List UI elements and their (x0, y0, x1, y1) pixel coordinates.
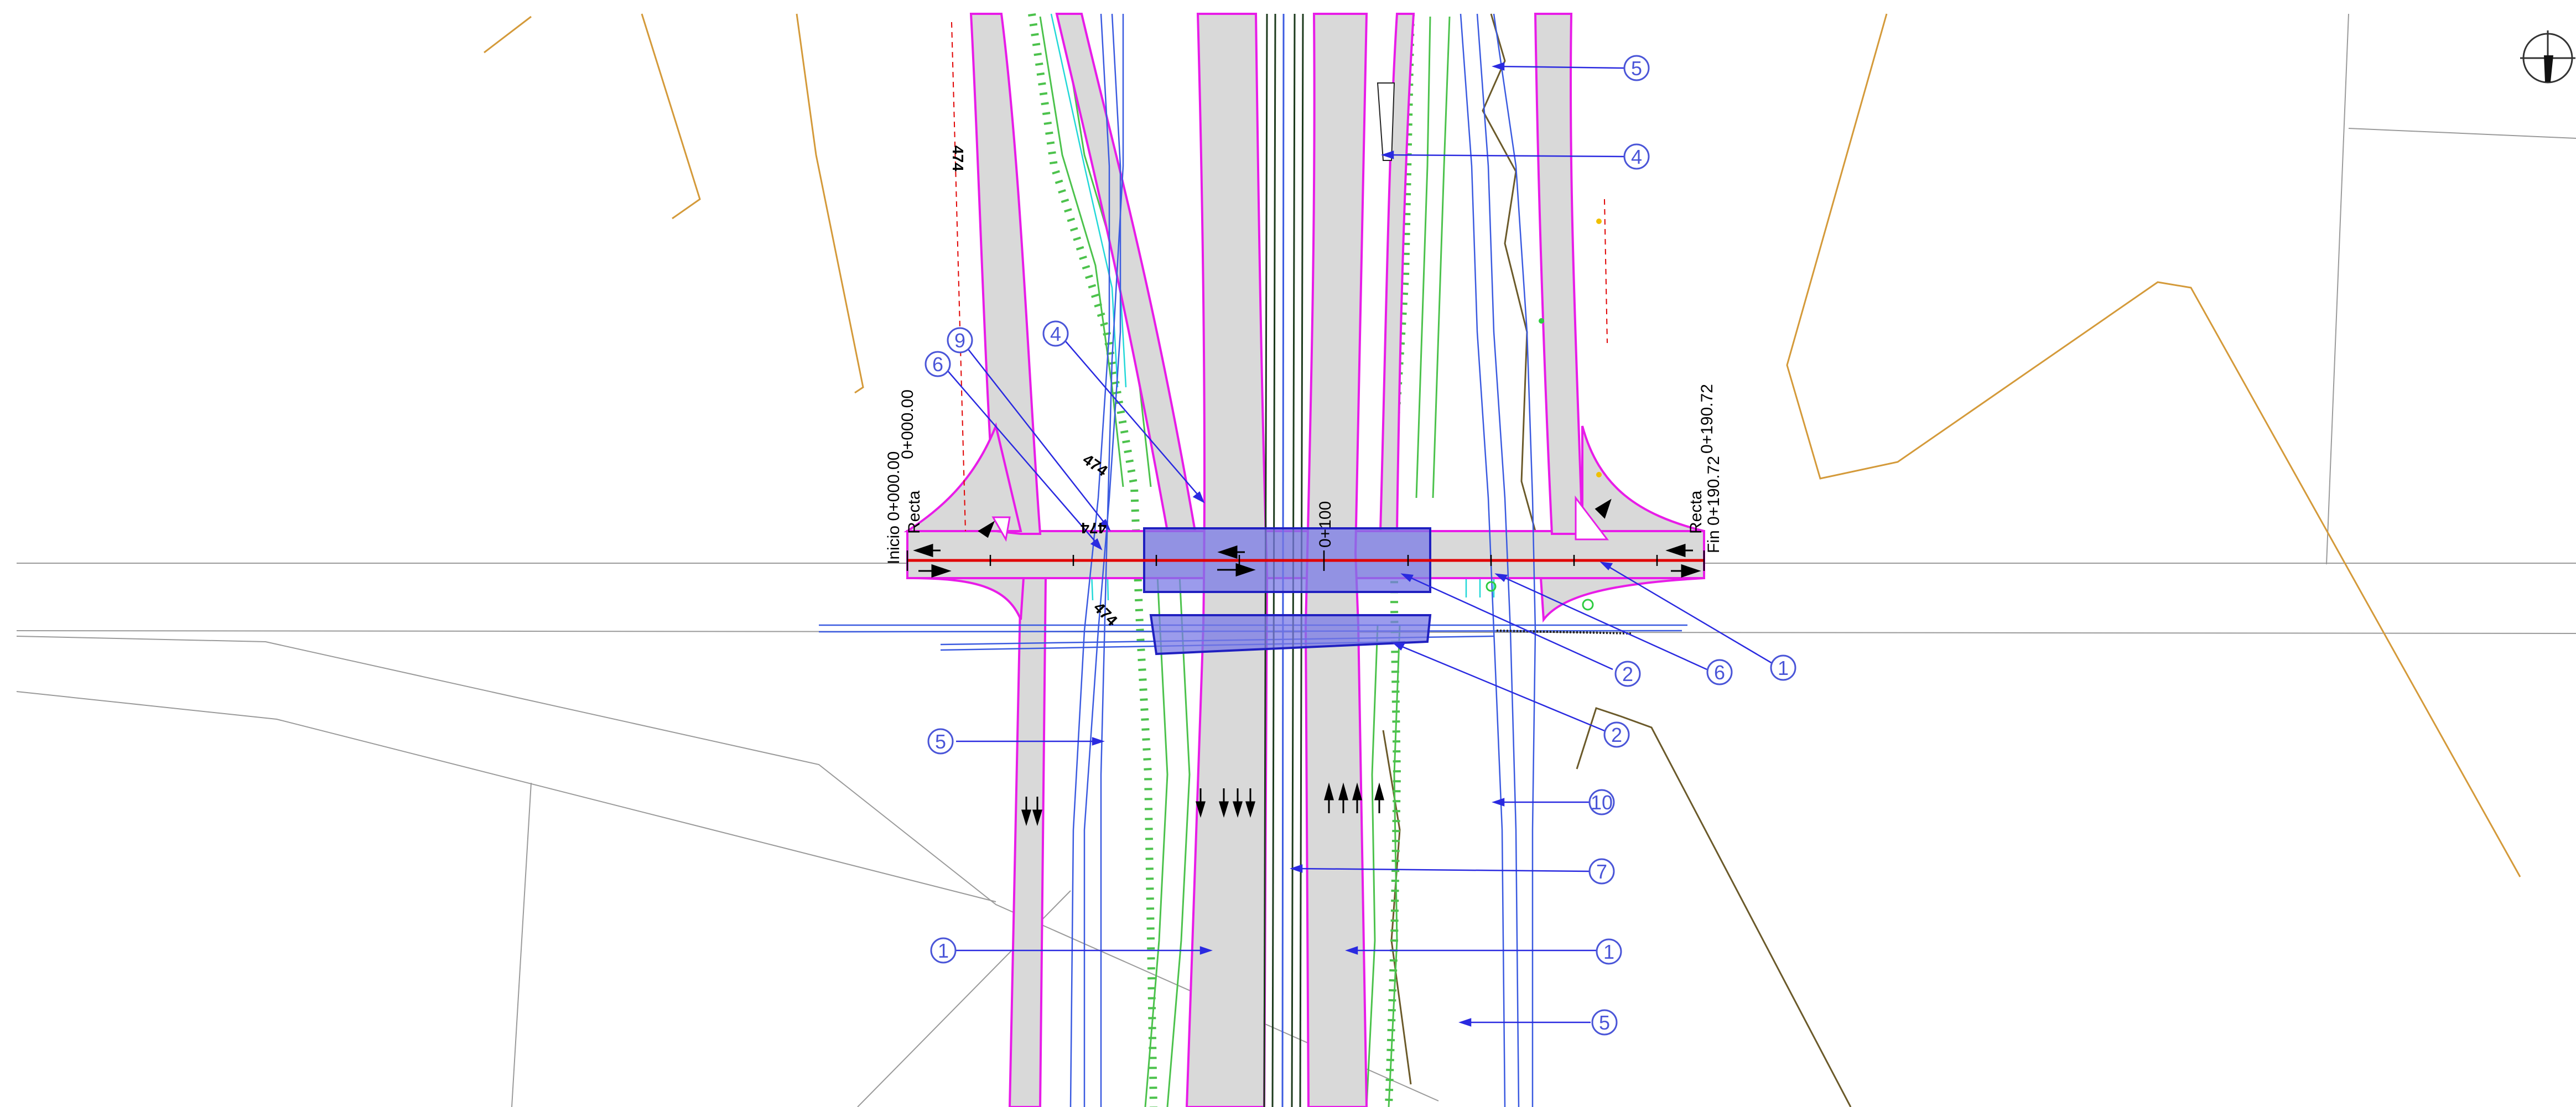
start-station: 0+000.00 (899, 389, 917, 459)
callout-5-north: 5 (1623, 55, 1650, 81)
svg-text:1: 1 (938, 939, 949, 962)
svg-text:1: 1 (1603, 940, 1614, 963)
arrow-icon (918, 564, 952, 578)
arrow-icon (1217, 545, 1245, 559)
cyan-lines (1050, 13, 1495, 601)
start-label: Inicio 0+000.00 (885, 451, 903, 564)
arrow-icon (1218, 788, 1229, 818)
svg-text:2: 2 (1622, 663, 1633, 685)
arrow-icon (1217, 563, 1256, 577)
mid-station: 0+100 (1316, 501, 1334, 548)
callout-1-east: 1 (1770, 654, 1796, 681)
callout-leaders (942, 62, 1774, 1027)
traffic-islands (991, 495, 1609, 542)
callout-4-north: 4 (1623, 143, 1650, 170)
north-arrow-icon (2520, 30, 2575, 84)
markers (951, 22, 1633, 635)
arrow-icon (1021, 797, 1032, 827)
arrow-icon (1374, 782, 1384, 813)
callout-6-west: 6 (925, 351, 951, 377)
arrow-icon (1195, 788, 1206, 818)
svg-text:10: 10 (1591, 791, 1613, 814)
end-tangent: Recta (1687, 490, 1705, 534)
elevation-label: 474 (1081, 519, 1107, 537)
east-road-north (1534, 13, 1584, 535)
arrow-icon (1671, 564, 1701, 578)
callout-10: 10 (1588, 789, 1615, 815)
svg-text:1: 1 (1778, 657, 1789, 679)
arrow-icon (978, 521, 995, 538)
arrow-icon (1338, 782, 1348, 813)
arrow-icon (1665, 543, 1693, 558)
arrow-icon (1324, 782, 1334, 813)
arrow-icon (1032, 797, 1043, 827)
callout-1-west: 1 (930, 937, 957, 964)
callout-7: 7 (1588, 858, 1615, 885)
svg-text:4: 4 (1631, 145, 1642, 168)
bridges (1143, 527, 1432, 656)
svg-text:5: 5 (1599, 1011, 1610, 1034)
elevation-label: 474 (949, 145, 967, 171)
nw-corner (903, 422, 1022, 532)
svg-text:6: 6 (932, 353, 943, 376)
callout-2-upper: 2 (1614, 661, 1641, 687)
end-label: Fin 0+190.72 (1705, 456, 1723, 553)
contour-lines (484, 13, 2521, 877)
svg-text:4: 4 (1050, 323, 1061, 345)
station-labels: Inicio 0+000.00 Recta 0+000.00 0+100 Rec… (885, 384, 1723, 564)
callout-9: 9 (947, 327, 973, 354)
callout-2-lower: 2 (1603, 721, 1630, 748)
callout-1-southeast: 1 (1596, 938, 1622, 965)
west-road-north (969, 13, 1042, 535)
arrow-icon (1595, 498, 1612, 519)
svg-text:2: 2 (1611, 724, 1622, 746)
svg-text:5: 5 (935, 730, 946, 753)
ne-corner (1581, 425, 1705, 532)
svg-text:6: 6 (1714, 661, 1725, 684)
west-ramp (1055, 13, 1197, 532)
svg-text:9: 9 (954, 329, 965, 352)
arrow-icon (1245, 788, 1256, 818)
west-road-south (1008, 577, 1047, 1107)
callout-5-south: 5 (1591, 1009, 1618, 1036)
svg-text:5: 5 (1631, 57, 1642, 80)
end-station: 0+190.72 (1698, 384, 1716, 454)
callout-6-east: 6 (1706, 659, 1733, 685)
elevation-label: 474 (1080, 451, 1111, 480)
alignment-axis (906, 550, 1705, 571)
arrow-icon (1352, 782, 1362, 813)
arrow-icon (1232, 788, 1243, 818)
callout-4-west: 4 (1042, 320, 1069, 347)
arrow-icon (913, 543, 941, 558)
callout-5-west: 5 (927, 728, 954, 755)
svg-text:7: 7 (1596, 860, 1607, 883)
start-tangent: Recta (905, 490, 923, 534)
traffic-arrows (913, 498, 1701, 827)
bridge-south (1149, 614, 1432, 656)
se-corner (1539, 577, 1705, 623)
callout-bubbles: 5 4 9 4 6 2 6 1 2 5 10 7 1 1 5 (925, 55, 1796, 1036)
sw-corner (907, 577, 1025, 620)
